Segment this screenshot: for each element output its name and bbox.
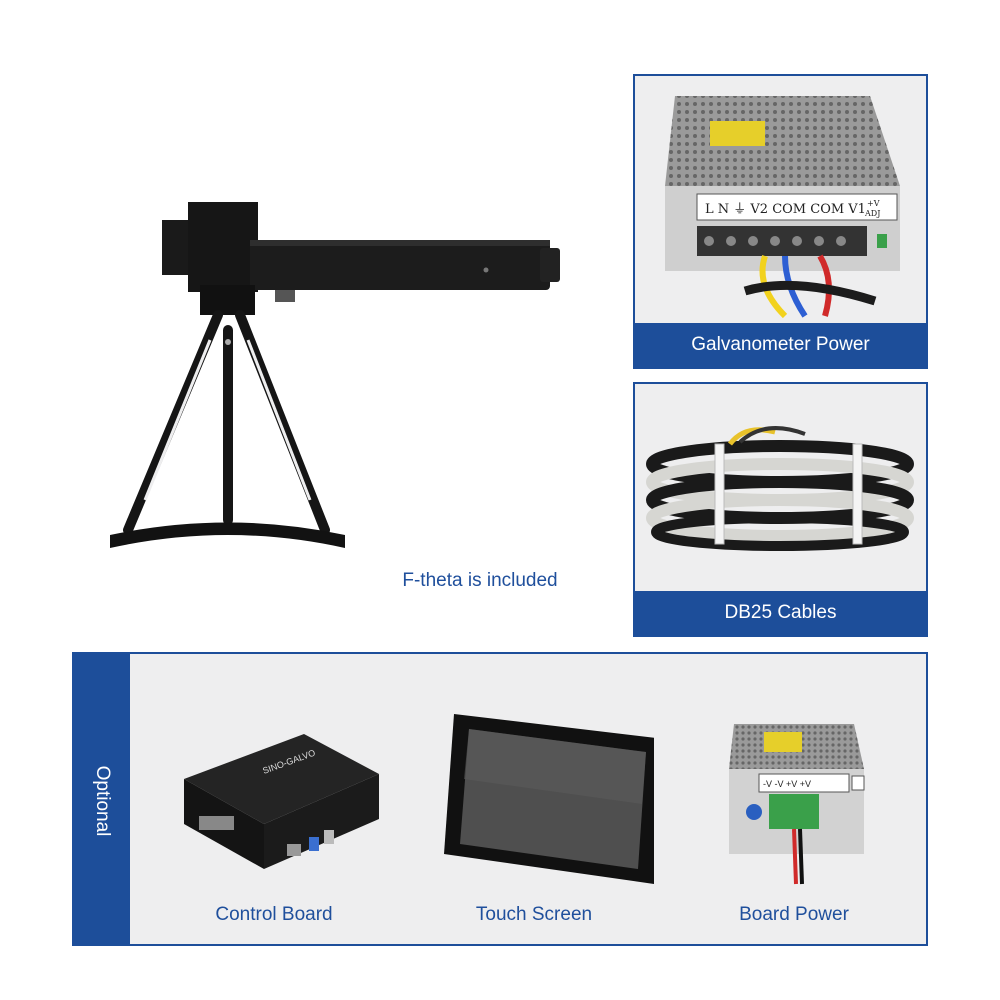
touch-screen-label: Touch Screen bbox=[475, 904, 593, 925]
optional-title: Optional bbox=[92, 765, 113, 837]
galvo-scanner-image bbox=[110, 202, 560, 548]
optional-accessories-panel: Optional SINO-GALVO Control Board Touch … bbox=[72, 652, 928, 946]
db25-cables-label: DB25 Cables bbox=[635, 591, 926, 635]
board-power-image: -V -V +V +V bbox=[729, 724, 865, 885]
board-power-item: -V -V +V +V Board Power bbox=[674, 684, 914, 934]
main-product-caption: F-theta is included bbox=[402, 570, 558, 591]
board-power-terminal-labels: -V -V +V +V bbox=[763, 779, 811, 789]
galvanometer-power-card: L N ⏚ V2 COM COM V1 +V ADJ Galvanometer … bbox=[633, 74, 928, 369]
svg-text:+V: +V bbox=[867, 199, 880, 208]
terminal-label-row: L N ⏚ V2 COM COM V1 bbox=[705, 202, 866, 217]
control-board-image: SINO-GALVO bbox=[184, 734, 379, 869]
db25-cables-card: DB25 Cables bbox=[633, 382, 928, 637]
db25-cables-image bbox=[646, 426, 914, 551]
control-board-label: Control Board bbox=[215, 904, 333, 925]
svg-text:ADJ: ADJ bbox=[864, 209, 880, 218]
power-supply-image: L N ⏚ V2 COM COM V1 +V ADJ bbox=[665, 96, 900, 319]
board-power-label: Board Power bbox=[739, 904, 849, 925]
optional-tab: Optional bbox=[74, 654, 130, 944]
touch-screen-item: Touch Screen bbox=[414, 684, 654, 934]
galvanometer-power-label: Galvanometer Power bbox=[635, 323, 926, 367]
control-board-item: SINO-GALVO Control Board bbox=[154, 684, 394, 934]
touch-screen-image bbox=[444, 714, 654, 884]
